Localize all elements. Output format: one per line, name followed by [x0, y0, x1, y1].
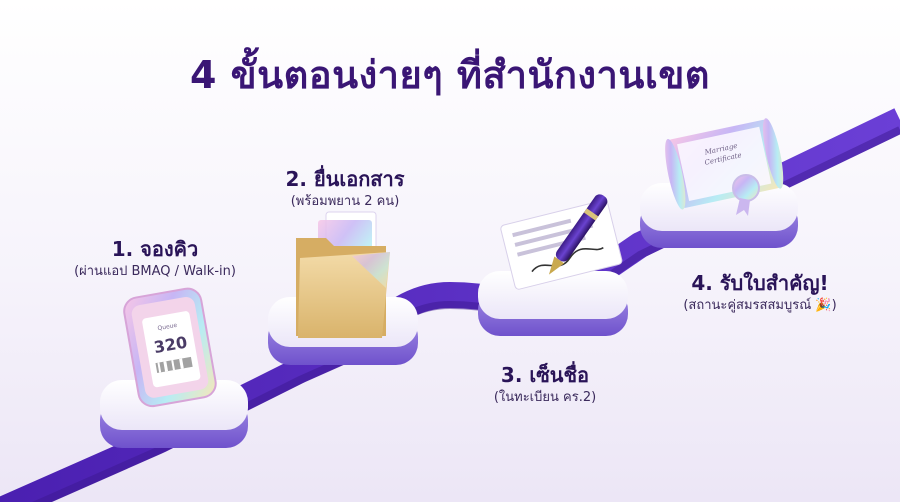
step-1-subtitle: (ผ่านแอป BMAQ / Walk-in)	[74, 264, 236, 279]
platform-step-1	[100, 380, 248, 448]
step-4-subtitle: (สถานะคู่สมรสสมบูรณ์ 🎉)	[683, 298, 837, 313]
folder-documents-icon	[296, 211, 390, 338]
step-4-title: 4. รับใบสำคัญ!	[691, 271, 829, 295]
step-3-label: 3. เซ็นชื่อ (ในทะเบียน คร.2)	[460, 362, 630, 408]
step-3-subtitle: (ในทะเบียน คร.2)	[493, 390, 597, 405]
page-title: 4 ขั้นตอนง่ายๆ ที่สำนักงานเขต	[190, 53, 710, 97]
step-3-title: 3. เซ็นชื่อ	[500, 363, 590, 387]
platform-step-4	[640, 183, 798, 248]
queue-phone-icon: Queue 320	[123, 287, 217, 408]
step-4-label: 4. รับใบสำคัญ! (สถานะคู่สมรสสมบูรณ์ 🎉)	[640, 270, 880, 316]
pen-signing-icon	[500, 194, 623, 290]
step-2-title: 2. ยื่นเอกสาร	[285, 167, 405, 191]
step-2-label: 2. ยื่นเอกสาร (พร้อมพยาน 2 คน)	[245, 166, 445, 212]
queue-label: Queue	[157, 322, 178, 332]
step-2-subtitle: (พร้อมพยาน 2 คน)	[290, 194, 400, 209]
step-1-label: 1. จองคิว (ผ่านแอป BMAQ / Walk-in)	[40, 236, 270, 282]
marriage-certificate-icon: Marriage Certificate	[665, 118, 784, 216]
step-1-title: 1. จองคิว	[111, 237, 199, 261]
